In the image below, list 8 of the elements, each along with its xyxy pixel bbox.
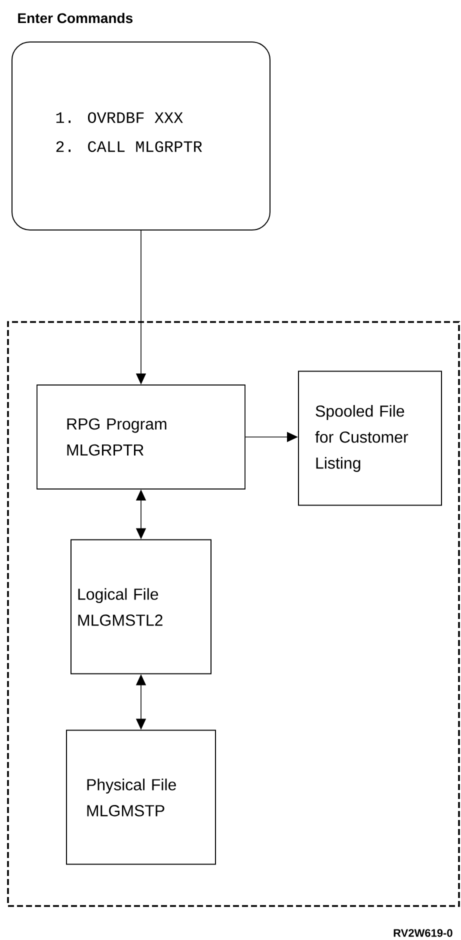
file-cylinder: Logical File MLGMSTL2 (70, 539, 212, 674)
terminal-screen: Enter Commands 1. OVRDBF XXX 2. CALL MLGRPTR (12, 12, 270, 230)
node-label: Enter Commands (18, 12, 133, 24)
file-cylinder: Spooled File for Customer Listing (298, 370, 442, 506)
file-cylinder: Physical File MLGMSTP (66, 730, 216, 865)
figure-id: RV2W619-0 (394, 929, 452, 937)
system-boundary (7, 321, 460, 907)
program-box: RPG Program MLGRPTR (36, 384, 246, 490)
